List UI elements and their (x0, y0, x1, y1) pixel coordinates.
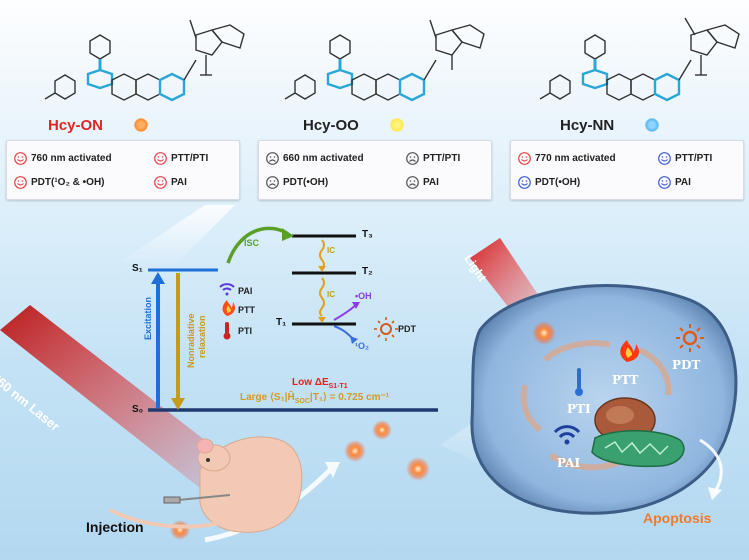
panel-3-item: PDT(•OH) (518, 176, 580, 189)
panel-2-item: 660 nm activated (266, 152, 364, 165)
molecule-hcy-nn (539, 17, 740, 102)
panel-3-item: PTT/PTI (658, 152, 712, 165)
smile-face-icon (658, 176, 671, 189)
smile-face-icon (154, 152, 167, 165)
ic-label-2: IC (327, 290, 335, 299)
ptt-label: PTT (238, 305, 255, 315)
smile-face-icon (518, 152, 531, 165)
panel-2-item: PAI (406, 176, 439, 189)
molecule-structures (44, 17, 740, 102)
glow-dot-orange (134, 118, 148, 132)
panel-item-label: 660 nm activated (283, 153, 364, 164)
panel-item-label: PTT/PTI (675, 153, 713, 164)
molecule-name-3: Hcy-NN (560, 117, 615, 134)
panel-1-item: 760 nm activated (14, 152, 112, 165)
light-cone (120, 205, 235, 265)
low-gap-label: Low ΔES1-T1 (292, 377, 348, 390)
panel-item-label: PDT(¹O₂ & •OH) (31, 177, 105, 188)
panel-item-label: PTT/PTI (423, 153, 461, 164)
panel-3-item: PAI (658, 176, 691, 189)
panel-1-item: PTT/PTI (154, 152, 208, 165)
panel-item-label: PAI (423, 177, 439, 188)
panel-item-label: PAI (171, 177, 187, 188)
cell-thermometer-icon (575, 368, 583, 396)
s0-label: S₀ (132, 404, 144, 415)
panel-item-label: PTT/PTI (171, 153, 209, 164)
flame-icon (222, 300, 235, 316)
glow-dot-yellow (390, 118, 404, 132)
pti-label: PTI (238, 326, 253, 336)
cell-flame-icon (620, 340, 639, 362)
cell-ptt-label: PTT (612, 373, 639, 387)
frown-face-icon (406, 176, 419, 189)
frown-face-icon (266, 152, 279, 165)
property-panel-1 (6, 140, 240, 200)
panel-2-item: PDT(•OH) (266, 176, 328, 189)
molecule-hcy-on (44, 19, 245, 102)
panel-item-label: PDT(•OH) (535, 177, 581, 188)
t2-label: T₂ (362, 266, 373, 277)
injection-label: Injection (86, 519, 144, 535)
cell-wifi-icon (553, 425, 581, 445)
panel-item-label: PAI (675, 177, 691, 188)
cell-pdt-sun-icon (676, 324, 704, 352)
soc-label: Large ⟨S₁|ĤSOC|T₁⟩ = 0.725 cm⁻¹ (240, 392, 390, 405)
t3-label: T₃ (362, 229, 373, 240)
s1-label: S₁ (132, 263, 143, 274)
wifi-icon (219, 283, 235, 296)
panel-2-item: PTT/PTI (406, 152, 460, 165)
mitochondrion (591, 430, 685, 468)
ic-label-1: IC (327, 246, 335, 255)
pdt-label: PDT (398, 324, 416, 334)
laser-beam (0, 305, 250, 500)
molecule-name-1: Hcy-ON (48, 117, 104, 134)
panel-item-label: 760 nm activated (31, 153, 112, 164)
panel-1-item: PAI (154, 176, 187, 189)
isc-label: ISC (244, 238, 260, 248)
pdt-sun-icon (374, 317, 398, 341)
o2-label: ¹O₂ (355, 341, 369, 351)
cell-pti-label: PTI (567, 402, 591, 416)
pai-label: PAI (238, 286, 253, 296)
property-panel-2 (258, 140, 492, 200)
thermometer-icon (223, 322, 231, 340)
panel-1-item: PDT(¹O₂ & •OH) (14, 176, 105, 189)
apoptosis-label: Apoptosis (643, 510, 712, 526)
panel-3-item: 770 nm activated (518, 152, 616, 165)
smile-face-icon (14, 152, 27, 165)
smile-face-icon (14, 176, 27, 189)
oh-label: •OH (355, 291, 372, 301)
frown-face-icon (266, 176, 279, 189)
molecule-hcy-oo (284, 19, 485, 102)
t1-label: T₁ (276, 317, 287, 328)
panel-item-label: 770 nm activated (535, 153, 616, 164)
smile-face-icon (658, 152, 671, 165)
smile-face-icon (154, 176, 167, 189)
frown-face-icon (406, 152, 419, 165)
smile-face-icon (518, 176, 531, 189)
glow-dot-blue (645, 118, 659, 132)
cell-pdt-label: PDT (672, 358, 701, 372)
property-panel-3 (510, 140, 744, 200)
cell-pai-label: PAI (557, 456, 581, 470)
panel-item-label: PDT(•OH) (283, 177, 329, 188)
molecule-name-2: Hcy-OO (303, 117, 359, 134)
